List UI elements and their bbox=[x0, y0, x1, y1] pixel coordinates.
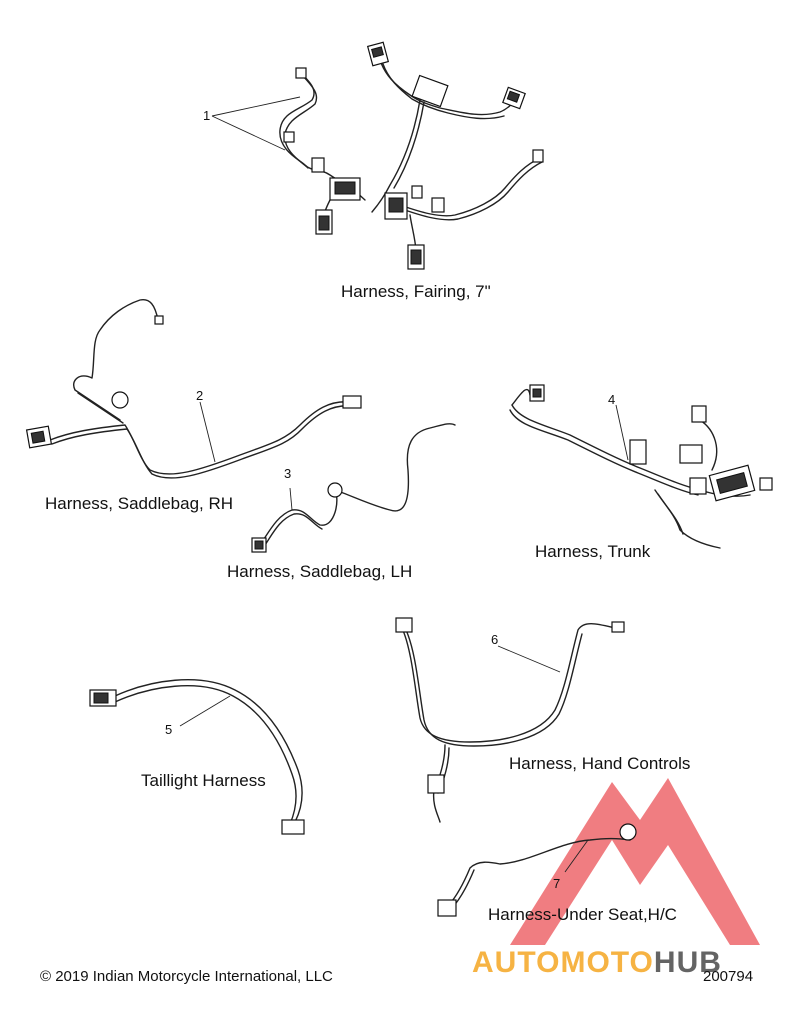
harness-under-seat bbox=[437, 823, 637, 917]
callout-7: 7 bbox=[553, 876, 561, 891]
callout-2: 2 bbox=[196, 388, 204, 403]
copyright-text: © 2019 Indian Motorcycle International, … bbox=[40, 968, 333, 985]
callout-5: 5 bbox=[165, 722, 173, 737]
label-harness-trunk: Harness, Trunk bbox=[535, 542, 651, 561]
harness-trunk bbox=[509, 384, 773, 549]
watermark-text-automoto: AUTOMOTO bbox=[472, 946, 654, 979]
watermark-logo bbox=[510, 778, 760, 945]
harness-fairing bbox=[211, 41, 544, 270]
label-harness-fairing: Harness, Fairing, 7" bbox=[341, 282, 491, 301]
harness-saddlebag-rh bbox=[25, 298, 362, 479]
label-harness-under-seat: Harness-Under Seat,H/C bbox=[488, 905, 677, 924]
callout-1: 1 bbox=[203, 108, 211, 123]
watermark-text: AUTOMOTOHUB bbox=[472, 946, 722, 980]
callout-3: 3 bbox=[284, 466, 292, 481]
label-harness-saddlebag-rh: Harness, Saddlebag, RH bbox=[45, 494, 234, 513]
harness-hand-controls bbox=[395, 617, 625, 823]
label-harness-hand-controls: Harness, Hand Controls bbox=[509, 754, 691, 773]
watermark-text-hub: HUB bbox=[653, 946, 722, 979]
callout-4: 4 bbox=[608, 392, 616, 407]
label-harness-saddlebag-lh: Harness, Saddlebag, LH bbox=[227, 562, 413, 581]
harness-saddlebag-lh bbox=[251, 423, 456, 553]
callout-6: 6 bbox=[491, 632, 499, 647]
label-taillight-harness: Taillight Harness bbox=[141, 771, 266, 790]
figure-number: 200794 bbox=[703, 968, 754, 985]
harness-taillight bbox=[89, 679, 305, 835]
